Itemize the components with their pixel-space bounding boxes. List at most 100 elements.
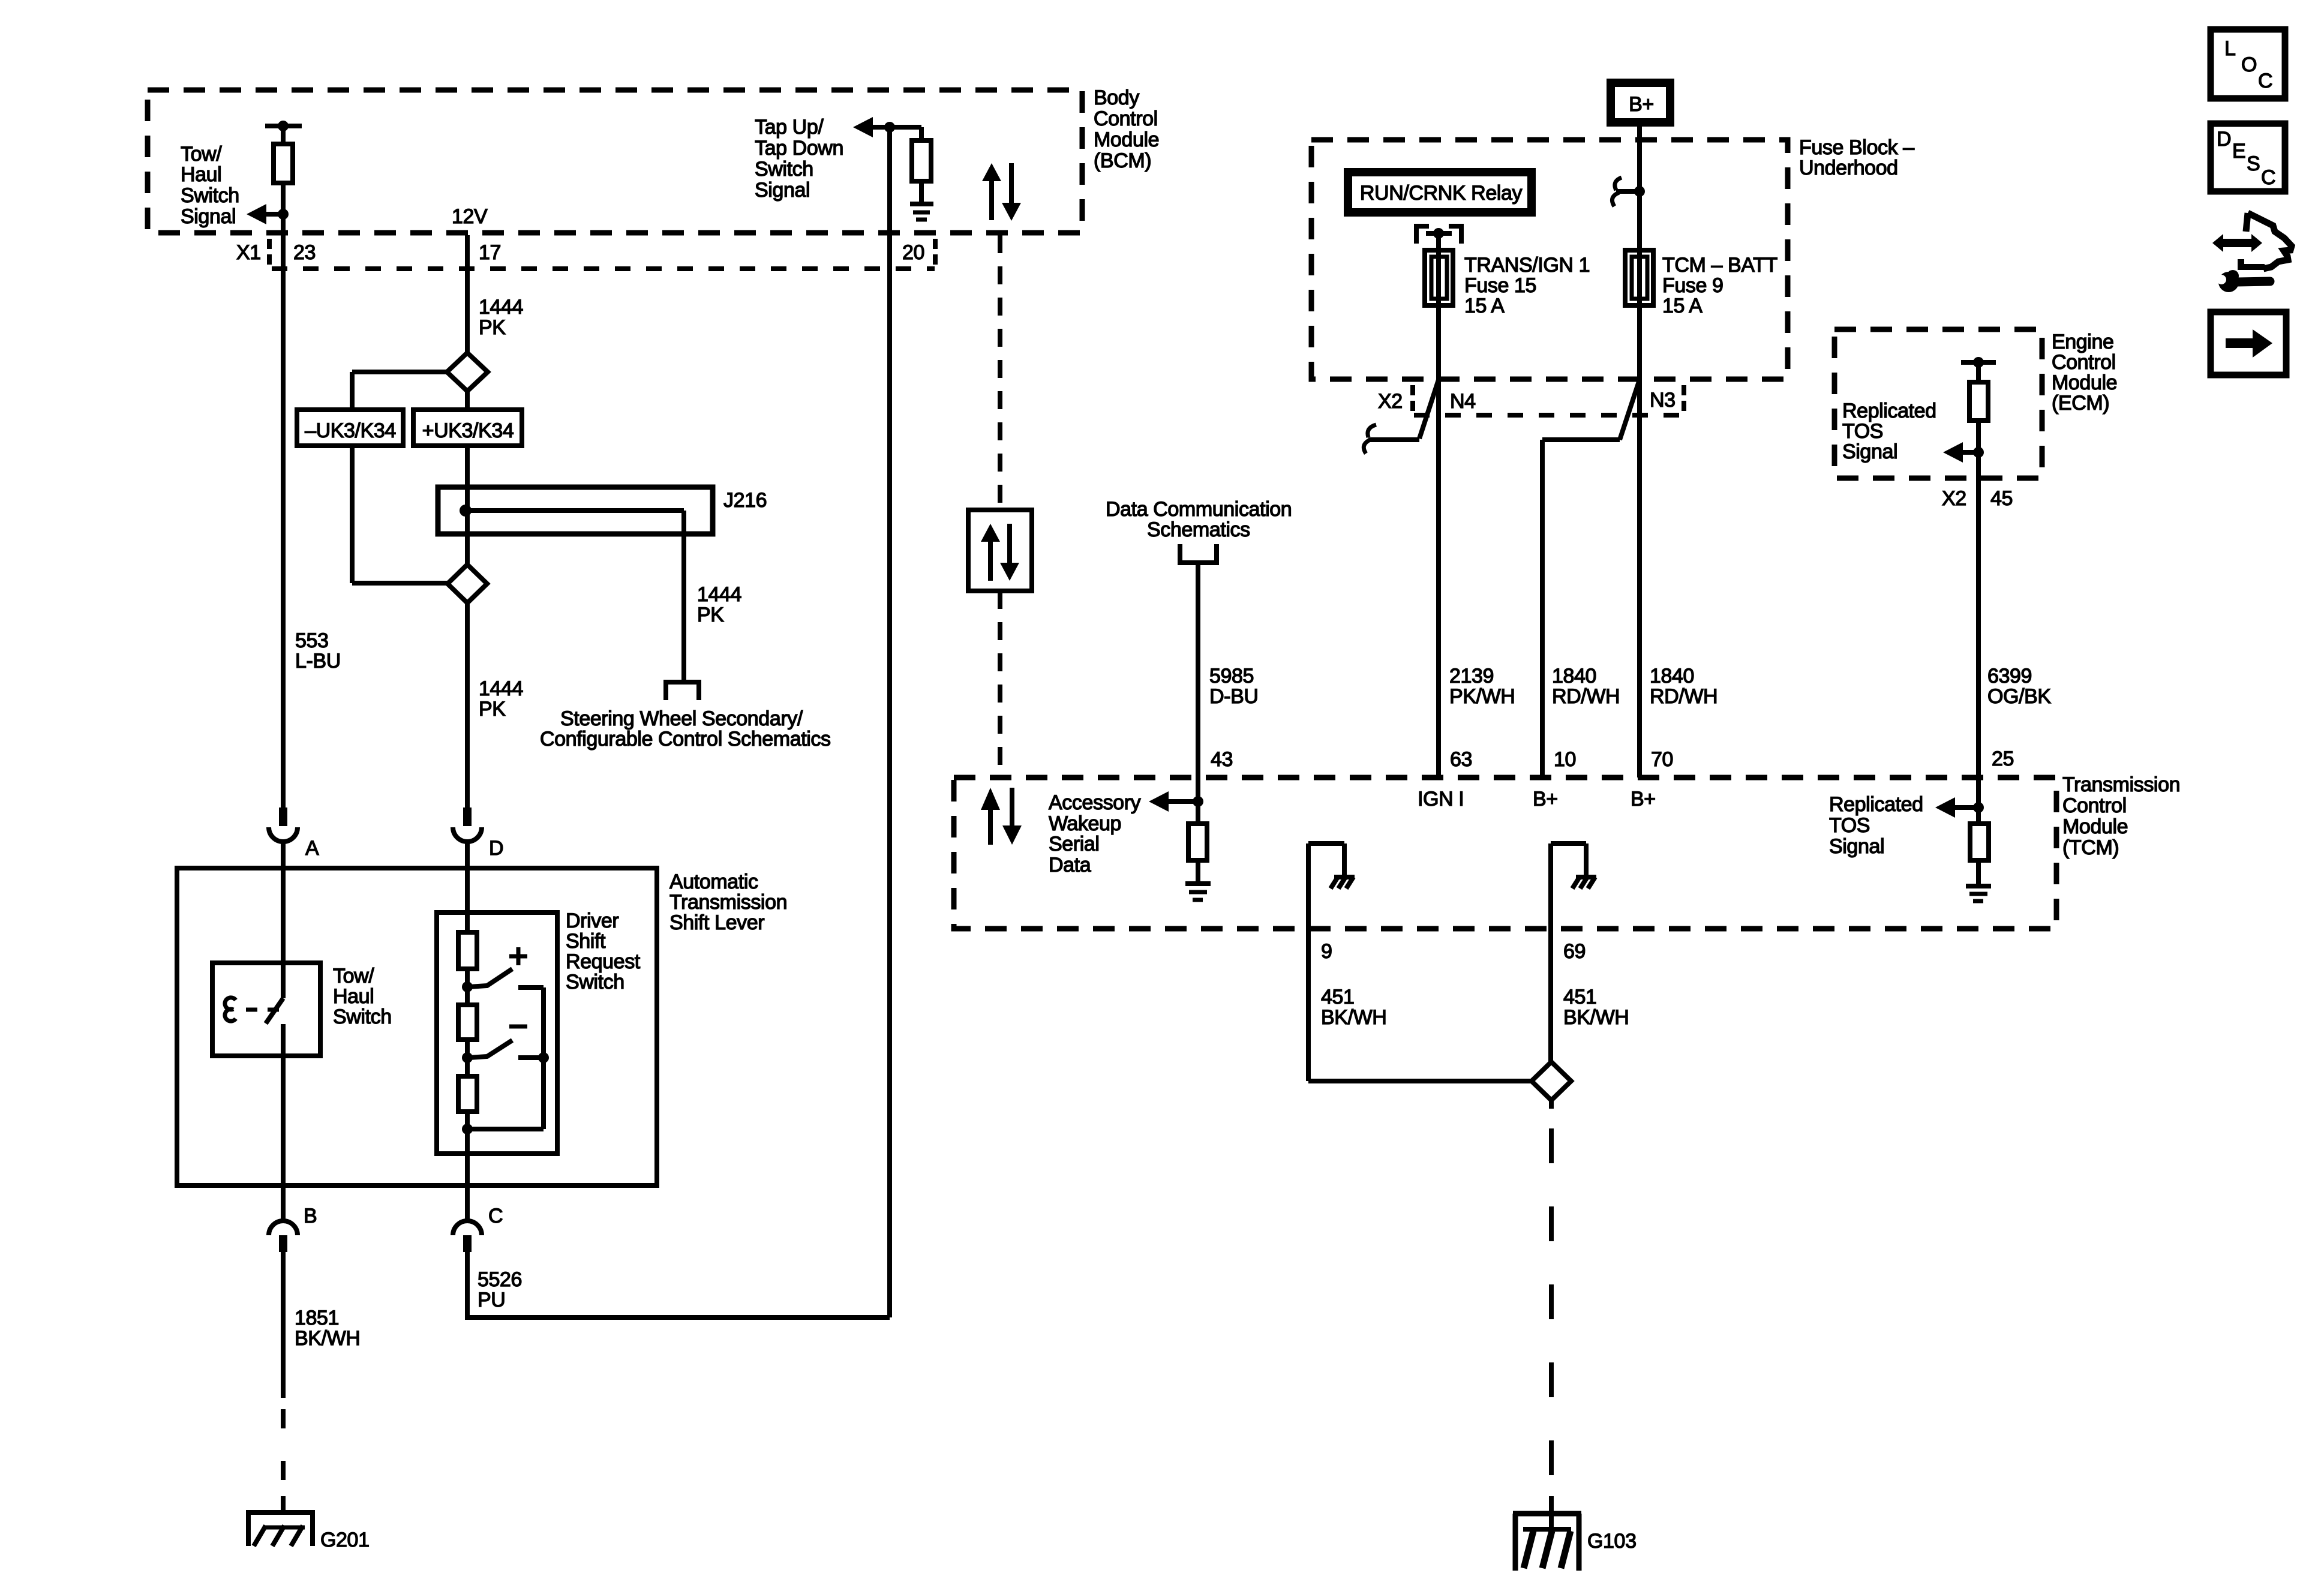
svg-text:Control: Control <box>2062 794 2127 817</box>
svg-text:TOS: TOS <box>1842 420 1883 443</box>
svg-text:Tow/: Tow/ <box>181 143 222 166</box>
svg-text:Tap Up/: Tap Up/ <box>755 116 824 139</box>
svg-text:X1: X1 <box>236 241 261 264</box>
svg-text:B: B <box>304 1205 317 1227</box>
svg-text:1851: 1851 <box>295 1307 339 1329</box>
svg-text:PK: PK <box>479 316 506 339</box>
svg-text:Switch: Switch <box>333 1005 392 1028</box>
svg-text:Fuse Block –: Fuse Block – <box>1799 136 1914 159</box>
svg-text:Wakeup: Wakeup <box>1049 812 1121 835</box>
svg-text:B+: B+ <box>1533 788 1558 810</box>
svg-text:2139: 2139 <box>1449 665 1494 688</box>
svg-text:17: 17 <box>479 241 501 264</box>
svg-text:69: 69 <box>1563 940 1586 963</box>
svg-text:B+: B+ <box>1631 788 1656 810</box>
svg-text:451: 451 <box>1563 986 1597 1008</box>
svg-text:1840: 1840 <box>1650 665 1694 688</box>
svg-text:(BCM): (BCM) <box>1094 149 1151 172</box>
svg-text:Haul: Haul <box>333 985 374 1008</box>
svg-text:5985: 5985 <box>1209 665 1254 688</box>
svg-text:Driver: Driver <box>566 909 618 932</box>
svg-text:Signal: Signal <box>755 179 810 202</box>
svg-text:5526: 5526 <box>478 1268 522 1291</box>
svg-text:RD/WH: RD/WH <box>1650 685 1718 708</box>
svg-text:X2: X2 <box>1942 487 1966 510</box>
svg-text:553: 553 <box>295 629 329 652</box>
svg-text:Switch: Switch <box>181 184 239 207</box>
svg-text:+UK3/K34: +UK3/K34 <box>422 419 514 442</box>
svg-text:(TCM): (TCM) <box>2062 836 2119 859</box>
svg-text:Tap Down: Tap Down <box>755 137 843 160</box>
svg-text:Body: Body <box>1094 86 1139 109</box>
svg-text:BK/WH: BK/WH <box>1563 1006 1629 1029</box>
svg-text:63: 63 <box>1450 748 1472 771</box>
svg-text:Control: Control <box>2052 351 2116 374</box>
svg-text:1444: 1444 <box>479 296 523 319</box>
svg-text:N4: N4 <box>1450 390 1476 413</box>
svg-text:45: 45 <box>1990 487 2013 510</box>
svg-text:9: 9 <box>1321 940 1332 963</box>
svg-text:Replicated: Replicated <box>1829 793 1923 816</box>
svg-text:Transmission: Transmission <box>669 891 787 914</box>
svg-text:L: L <box>2224 37 2236 60</box>
svg-text:12V: 12V <box>452 205 488 228</box>
svg-text:BK/WH: BK/WH <box>1321 1006 1386 1029</box>
svg-text:A: A <box>305 837 319 860</box>
svg-text:Signal: Signal <box>181 205 236 228</box>
svg-text:PK: PK <box>479 698 506 721</box>
svg-text:Fuse 15: Fuse 15 <box>1464 274 1536 297</box>
svg-text:C: C <box>2261 166 2275 189</box>
svg-text:S: S <box>2247 152 2260 175</box>
svg-text:PK: PK <box>697 604 724 626</box>
svg-text:(ECM): (ECM) <box>2052 392 2109 415</box>
svg-text:BK/WH: BK/WH <box>295 1327 360 1350</box>
svg-text:TCM – BATT: TCM – BATT <box>1662 254 1777 277</box>
svg-text:Shift Lever: Shift Lever <box>669 911 764 934</box>
svg-text:Replicated: Replicated <box>1842 400 1936 422</box>
svg-text:1444: 1444 <box>697 583 741 606</box>
svg-text:IGN I: IGN I <box>1418 788 1464 810</box>
svg-text:Data: Data <box>1049 854 1091 876</box>
svg-text:Transmission: Transmission <box>2062 773 2180 796</box>
svg-text:10: 10 <box>1554 748 1576 771</box>
svg-text:Shift: Shift <box>566 930 606 953</box>
svg-text:RUN/CRNK Relay: RUN/CRNK Relay <box>1360 182 1523 205</box>
svg-text:N3: N3 <box>1650 389 1676 412</box>
svg-text:Signal: Signal <box>1842 440 1897 463</box>
svg-text:G201: G201 <box>320 1529 370 1551</box>
svg-text:–UK3/K34: –UK3/K34 <box>305 419 396 442</box>
svg-text:23: 23 <box>293 241 316 264</box>
svg-text:G103: G103 <box>1587 1530 1637 1553</box>
svg-text:Configurable Control Schematic: Configurable Control Schematics <box>540 728 831 751</box>
svg-text:Underhood: Underhood <box>1799 157 1898 179</box>
svg-text:Engine: Engine <box>2052 331 2113 353</box>
svg-text:Serial: Serial <box>1049 833 1100 855</box>
svg-text:Tow/: Tow/ <box>333 965 374 987</box>
svg-text:15 A: 15 A <box>1464 295 1505 317</box>
svg-text:C: C <box>2258 70 2272 92</box>
svg-text:PK/WH: PK/WH <box>1449 685 1515 708</box>
svg-text:6399: 6399 <box>1987 665 2032 688</box>
svg-text:1444: 1444 <box>479 677 523 700</box>
svg-text:TRANS/IGN 1: TRANS/IGN 1 <box>1464 254 1590 277</box>
svg-text:Module: Module <box>1094 128 1159 151</box>
svg-text:Data Communication: Data Communication <box>1106 498 1292 521</box>
svg-text:TOS: TOS <box>1829 814 1870 837</box>
svg-text:E: E <box>2232 140 2245 163</box>
svg-text:Fuse 9: Fuse 9 <box>1662 274 1724 297</box>
svg-text:B+: B+ <box>1629 93 1654 116</box>
svg-text:Switch: Switch <box>566 971 624 993</box>
svg-text:1840: 1840 <box>1552 665 1596 688</box>
svg-text:C: C <box>488 1205 503 1227</box>
svg-text:25: 25 <box>1992 748 2014 770</box>
svg-text:Module: Module <box>2062 815 2128 838</box>
svg-text:Module: Module <box>2052 371 2117 394</box>
svg-text:Haul: Haul <box>181 163 221 186</box>
svg-text:20: 20 <box>902 241 924 264</box>
svg-text:451: 451 <box>1321 986 1355 1008</box>
svg-text:Automatic: Automatic <box>669 870 758 893</box>
svg-text:O: O <box>2241 53 2257 76</box>
svg-text:70: 70 <box>1651 748 1673 771</box>
svg-text:PU: PU <box>478 1289 505 1311</box>
svg-text:Steering Wheel Secondary/: Steering Wheel Secondary/ <box>560 707 803 730</box>
